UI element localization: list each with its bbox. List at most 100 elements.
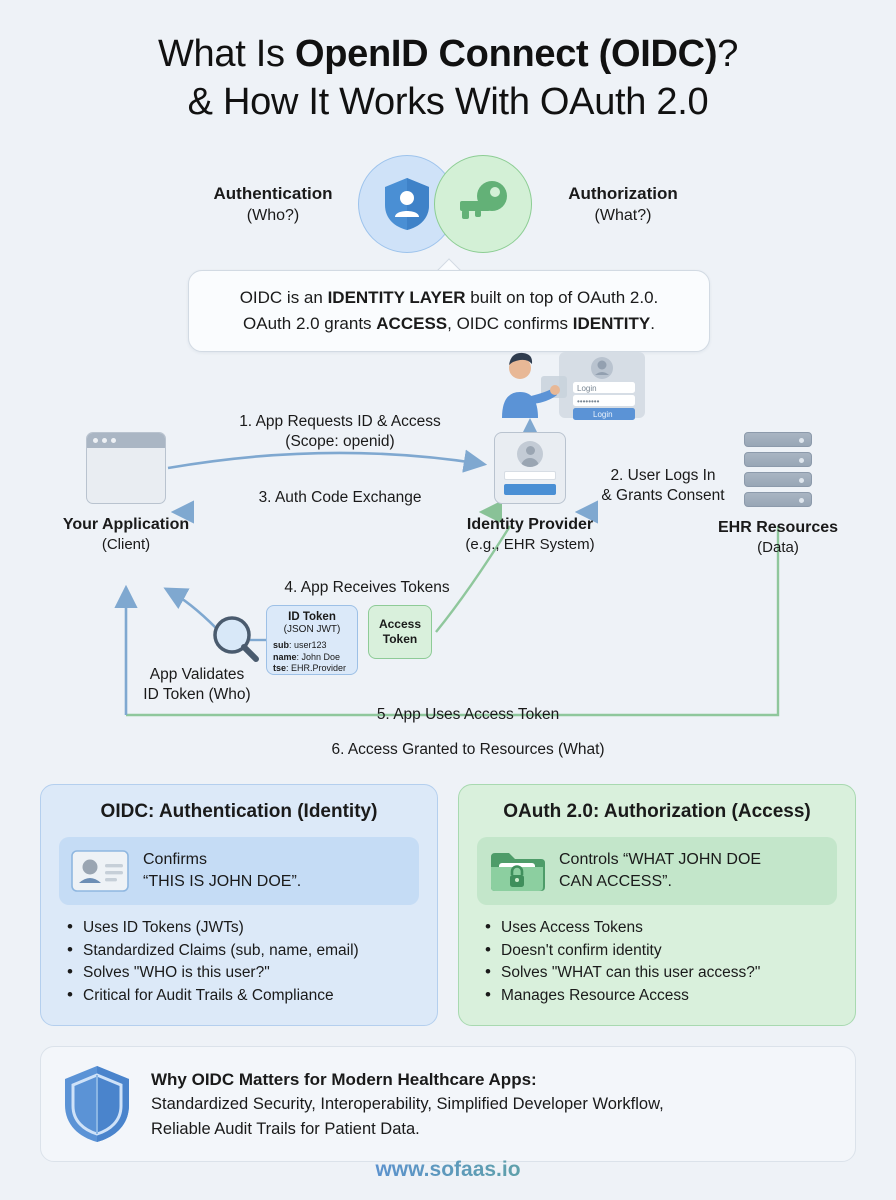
server-unit [744, 432, 812, 447]
panel-oidc-bullets: Uses ID Tokens (JWTs) Standardized Claim… [59, 916, 419, 1008]
node-your-application: Your Application (Client) [46, 432, 206, 555]
callout-1c: built on top of OAuth 2.0. [465, 288, 659, 307]
claim-2-val: : John Doe [296, 651, 341, 662]
ehr-node-sublabel: (Data) [757, 539, 799, 556]
callout-2e: . [650, 314, 655, 333]
callout-2c: , OIDC confirms [447, 314, 573, 333]
claim-3-key: tse [273, 663, 287, 673]
app-node-label: Your Application [62, 516, 190, 533]
app-node-sublabel: (Client) [101, 536, 151, 553]
step-2-line-2: & Grants Consent [601, 487, 725, 504]
magnifier-icon [213, 616, 259, 662]
title-line-2: & How It Works With OAuth 2.0 [187, 81, 709, 123]
authorization-title: Authorization [568, 183, 678, 203]
callout-2b: ACCESS [376, 314, 448, 333]
step-1-label: 1. App Requests ID & Access (Scope: open… [190, 412, 490, 452]
idp-node-sublabel: (e.g., EHR System) [465, 536, 595, 553]
shield-icon [65, 1066, 129, 1142]
title-bold: OpenID Connect (OIDC) [294, 33, 718, 75]
claim-3-val: : EHR.Provider [286, 663, 347, 673]
list-item: Uses Access Tokens [483, 916, 837, 940]
comparison-panels: OIDC: Authentication (Identity) Confirms… [0, 784, 896, 1026]
page-title: What Is OpenID Connect (OIDC)? & How It … [0, 0, 896, 126]
list-item: Standardized Claims (sub, name, email) [65, 939, 419, 963]
panel-oauth-title: OAuth 2.0: Authorization (Access) [503, 801, 811, 822]
why-line-2: Reliable Audit Trails for Patient Data. [151, 1119, 420, 1138]
flow-arrows [114, 418, 780, 717]
id-token-claim-name: name: John Doe [273, 652, 351, 664]
list-item: Solves "WHAT can this user access?" [483, 961, 837, 985]
panel-oauth-hl-2: CAN ACCESS”. [559, 873, 672, 890]
idp-avatar-icon [517, 441, 543, 467]
key-icon [460, 181, 507, 219]
id-token-claim-sub: sub: user123 [273, 640, 351, 652]
idp-input-field [504, 471, 556, 480]
locked-folder-icon [491, 853, 545, 891]
authorization-circle [434, 155, 532, 253]
browser-titlebar [87, 433, 165, 448]
callout-box: OIDC is an IDENTITY LAYER built on top o… [188, 270, 710, 352]
step-2-label: 2. User Logs In & Grants Consent [578, 466, 748, 506]
panel-oidc-highlight: Confirms “THIS IS JOHN DOE”. [59, 837, 419, 905]
panel-oidc: OIDC: Authentication (Identity) Confirms… [40, 784, 438, 1026]
title-prefix: What Is [157, 33, 295, 75]
callout-1b: IDENTITY LAYER [327, 288, 466, 307]
user-login-illustration: Login •••••••• Login [497, 348, 647, 426]
id-token-subtitle: (JSON JWT) [283, 624, 341, 635]
server-unit [744, 472, 812, 487]
panel-oauth-highlight: Controls “WHAT JOHN DOE CAN ACCESS”. [477, 837, 837, 905]
ehr-node-label: EHR Resources [717, 519, 839, 536]
node-ehr-resources: EHR Resources (Data) [698, 432, 858, 558]
claim-1-key: sub [273, 640, 290, 650]
step-3-label: 3. Auth Code Exchange [258, 489, 422, 506]
flow-diagram: Login •••••••• Login [0, 340, 896, 770]
node-identity-provider: Identity Provider (e.g., EHR System) [420, 432, 640, 555]
step-2-line-1: 2. User Logs In [610, 467, 716, 484]
step-4-label: 4. App Receives Tokens [284, 579, 450, 596]
authorization-label: Authorization (What?) [538, 183, 708, 226]
identity-provider-card-icon [494, 432, 566, 504]
authorization-sub: (What?) [594, 206, 652, 224]
server-stack-icon [744, 432, 812, 507]
panel-oidc-hl-2: “THIS IS JOHN DOE”. [143, 873, 302, 890]
authentication-title: Authentication [213, 183, 333, 203]
svg-text:••••••••: •••••••• [577, 397, 600, 406]
title-suffix: ? [717, 33, 739, 75]
id-token-box: ID Token (JSON JWT) sub: user123 name: J… [266, 605, 358, 675]
callout-2d: IDENTITY [572, 314, 651, 333]
list-item: Uses ID Tokens (JWTs) [65, 916, 419, 940]
step-5-label: 5. App Uses Access Token [376, 706, 560, 723]
browser-dot-2 [102, 438, 107, 443]
venn-circles [358, 155, 538, 253]
concepts-row: Authentication (Who?) [0, 155, 896, 253]
list-item: Critical for Audit Trails & Compliance [65, 984, 419, 1008]
access-token-line-1: Access [378, 617, 422, 631]
validate-line-1: App Validates [149, 666, 245, 683]
claim-2-key: name [273, 651, 297, 662]
panel-oauth-hl-1: Controls “WHAT JOHN DOE [559, 851, 762, 868]
idp-submit-button [504, 484, 556, 495]
step-1-line-1: 1. App Requests ID & Access [239, 413, 441, 430]
why-title: Why OIDC Matters for Modern Healthcare A… [151, 1069, 537, 1089]
browser-window-icon [86, 432, 166, 504]
step-1-line-2: (Scope: openid) [285, 433, 395, 450]
validate-line-2: ID Token (Who) [143, 686, 251, 703]
step-6-label: 6. Access Granted to Resources (What) [331, 741, 605, 758]
authentication-sub: (Who?) [246, 206, 300, 224]
panel-oauth-bullets: Uses Access Tokens Doesn't confirm ident… [477, 916, 837, 1007]
panel-oidc-title: OIDC: Authentication (Identity) [100, 801, 378, 822]
footer-url[interactable]: www.sofaas.io [0, 1158, 896, 1182]
list-item: Solves "WHO is this user?" [65, 961, 419, 985]
id-token-claim-iss: tse: EHR.Provider [273, 663, 351, 675]
title-line-1: What Is OpenID Connect (OIDC)? [0, 30, 896, 78]
shield-person-icon [385, 178, 429, 230]
authentication-label: Authentication (Who?) [188, 183, 358, 226]
panel-oauth: OAuth 2.0: Authorization (Access) Contro… [458, 784, 856, 1026]
claim-1-val: : user123 [289, 640, 327, 650]
callout-line-2: OAuth 2.0 grants ACCESS, OIDC confirms I… [207, 311, 691, 337]
id-token-claims: sub: user123 name: John Doe tse: EHR.Pro… [273, 640, 351, 675]
svg-text:Login: Login [577, 384, 597, 393]
why-line-1: Standardized Security, Interoperability,… [151, 1094, 664, 1113]
